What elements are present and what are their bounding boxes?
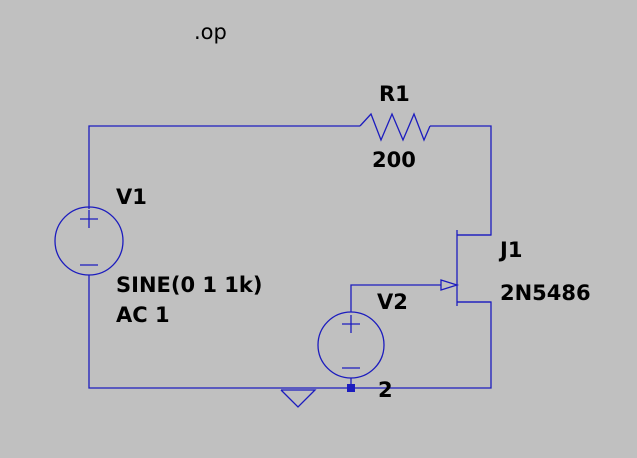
voltage-source-v1-symbol[interactable]	[54, 206, 124, 276]
source-v1-value[interactable]: SINE(0 1 1k)	[116, 273, 263, 297]
wire-v1-top-to-r1[interactable]	[88, 125, 360, 207]
source-v2-name[interactable]: V2	[377, 290, 408, 314]
wire-rail-to-j1-source[interactable]	[351, 301, 492, 389]
jfet-j1-model[interactable]: 2N5486	[500, 281, 591, 305]
net-label-text[interactable]: 2	[378, 378, 393, 402]
jfet-j1-name[interactable]: J1	[500, 238, 523, 262]
resistor-r1-name[interactable]: R1	[379, 82, 410, 106]
resistor-r1-value[interactable]: 200	[372, 148, 416, 172]
resistor-r1-symbol[interactable]	[359, 112, 431, 142]
net-label-node[interactable]	[347, 384, 355, 392]
spice-directive-op[interactable]: .op	[194, 20, 227, 44]
voltage-source-v2-symbol[interactable]	[317, 311, 385, 379]
wires	[88, 125, 492, 389]
ground-symbol[interactable]	[280, 389, 317, 408]
jfet-j1-symbol[interactable]	[440, 230, 491, 306]
source-v1-name[interactable]: V1	[116, 185, 147, 209]
wire-r1-to-j1-drain[interactable]	[430, 125, 492, 236]
source-v1-ac[interactable]: AC 1	[116, 303, 170, 327]
wire-v2-to-j1-gate[interactable]	[350, 284, 441, 312]
wire-v1-bottom-to-rail[interactable]	[88, 275, 351, 389]
